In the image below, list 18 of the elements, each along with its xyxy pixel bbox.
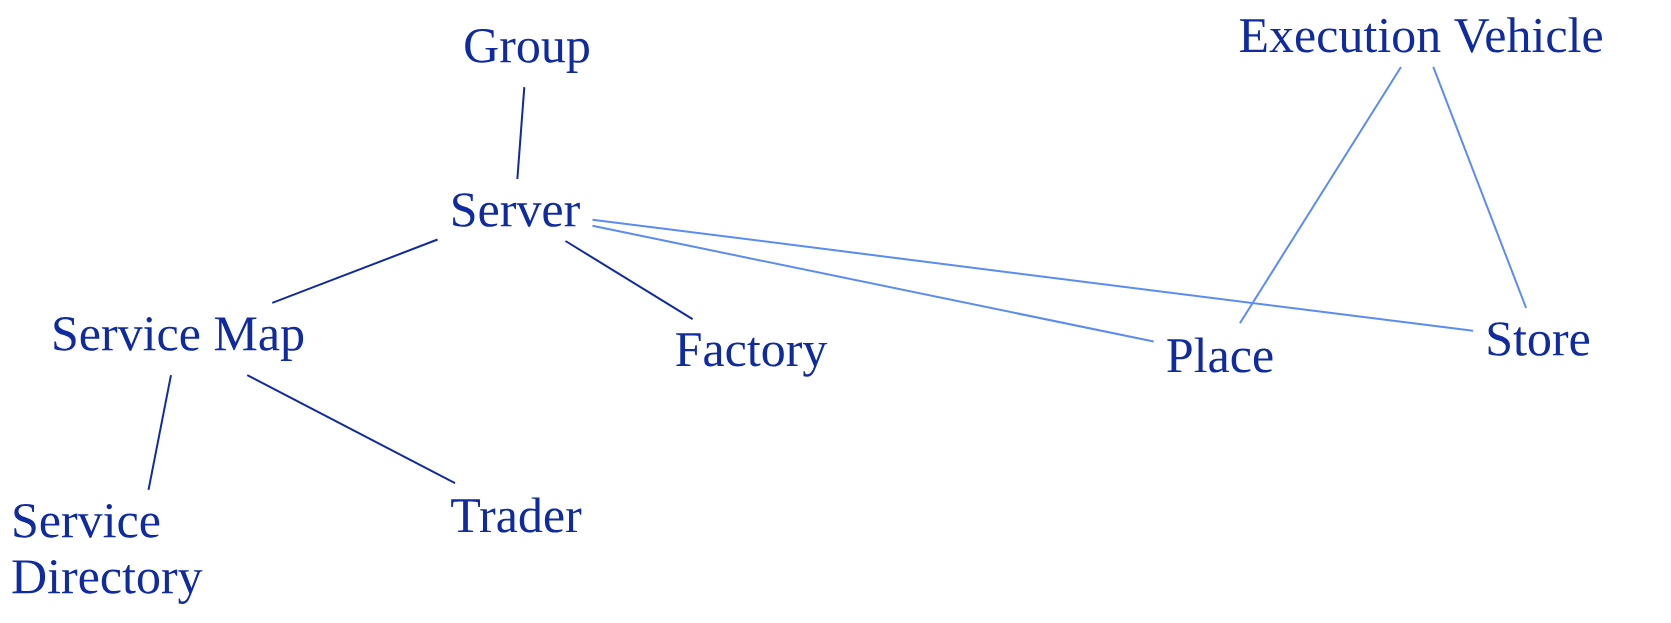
connector-line [246, 374, 456, 485]
node-label: Service Map [54, 317, 304, 361]
node-label: Execution Vehicle [1239, 17, 1602, 53]
connector-line [147, 374, 172, 491]
node-label: Place [1167, 337, 1273, 373]
connector-line [591, 224, 1155, 343]
node-label: Group [465, 29, 589, 73]
connector-line [564, 240, 694, 321]
connector-line [1432, 65, 1528, 309]
node-label: Service Directory [12, 504, 203, 604]
connector-line [271, 238, 439, 304]
node-label: Store [1488, 322, 1590, 356]
connector-line [591, 218, 1475, 332]
node-label: Server [453, 193, 580, 227]
node-label: Factory [676, 333, 828, 377]
node-label: Trader [451, 497, 582, 533]
connector-line [516, 86, 526, 180]
connector-line [1238, 65, 1402, 325]
